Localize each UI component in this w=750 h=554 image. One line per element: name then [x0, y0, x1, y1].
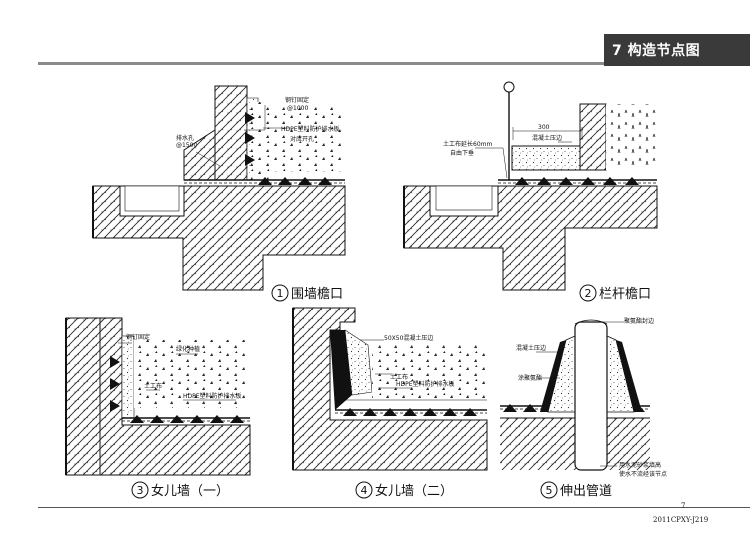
- drawing-code: 2011CPXY-J219: [653, 516, 709, 524]
- d1-label-drain-hole: 排水孔: [176, 134, 194, 142]
- d4-number-circle: [355, 481, 373, 499]
- detail-5-pipe-penetration: [500, 319, 650, 471]
- d1-number: 1: [277, 287, 284, 300]
- d3-label-nail: 钢钉固定: [126, 333, 150, 341]
- d1-number-circle: [271, 284, 289, 302]
- d5-label-mortar-line2: 使水不流经该节点: [619, 470, 667, 478]
- d5-label-mortar-line1: 用水泥砂浆填高: [619, 461, 661, 469]
- d5-caption: 伸出管道: [560, 484, 612, 499]
- d1-label-nail: 钢钉固定: [285, 96, 309, 104]
- footer-rule: [38, 507, 750, 508]
- d1-label-drain-hole-spacing: @1500: [176, 142, 197, 149]
- d3-label-drain-board: HDPE塑料防护排水板: [183, 392, 242, 400]
- detail-3-parapet-1: [65, 317, 251, 476]
- header-rule: [38, 62, 604, 65]
- d2-number-circle: [579, 284, 597, 302]
- d4-label-concrete-edge: 50X50混凝土压边: [384, 334, 433, 342]
- d2-label-free-drop: 自由下垂: [450, 149, 474, 157]
- section-title: 7 构造节点图: [612, 43, 701, 59]
- d2-label-concrete-edge: 混凝土压边: [532, 134, 562, 142]
- d4-caption: 女儿墙（二）: [375, 483, 453, 499]
- detail-2-railing-eaves: [403, 81, 658, 291]
- d2-label-geotextile: 土工布延长60mm: [443, 140, 492, 148]
- d3-label-green-wall: 绿化种植: [176, 345, 200, 353]
- header-tab: [604, 34, 750, 66]
- d5-label-sealant: 聚氨酯封边: [624, 317, 654, 325]
- detail-1-eaves-wall: [92, 85, 346, 291]
- d5-label-concrete-edge: 混凝土压边: [516, 344, 546, 352]
- d3-number-circle: [131, 481, 149, 499]
- d1-label-nail-spacing: @1000: [287, 105, 308, 112]
- detail-4-parapet-2: [292, 307, 488, 471]
- d3-caption: 女儿墙（一）: [151, 483, 229, 499]
- d1-caption: 围墙檐口: [291, 287, 343, 302]
- d1-label-drain-board: HDPE塑料防护排水板: [281, 125, 340, 133]
- d5-number-circle: [540, 481, 558, 499]
- d4-number: 4: [361, 484, 368, 497]
- d4-label-geotextile: 土工布: [390, 373, 408, 381]
- d1-label-reserve-hole: 对应开孔: [290, 135, 314, 143]
- d3-number: 3: [137, 484, 144, 497]
- d2-caption: 栏杆檐口: [599, 287, 651, 302]
- page-number: 7: [681, 502, 686, 510]
- d3-label-geotextile: 土工布: [144, 382, 162, 390]
- d2-label-dimension: 300: [538, 124, 550, 131]
- d5-label-pu-coating: 涂聚氨酯: [518, 374, 542, 382]
- d4-label-drain-board: HDPE塑料防护排水板: [396, 380, 455, 388]
- d2-number: 2: [585, 287, 592, 300]
- d5-number: 5: [546, 484, 553, 497]
